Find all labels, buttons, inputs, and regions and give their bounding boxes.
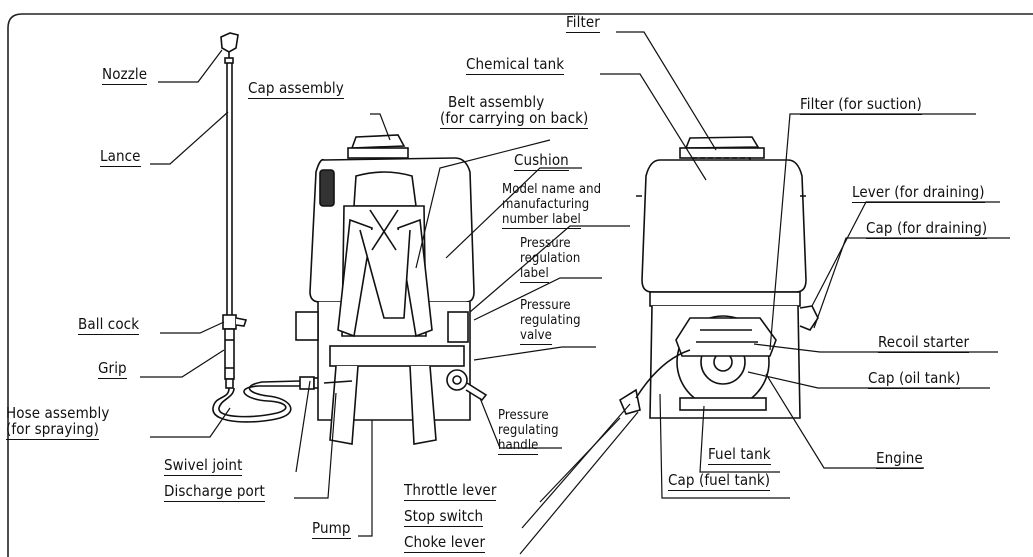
label-nozzle: Nozzle bbox=[102, 65, 148, 85]
label-lance: Lance bbox=[100, 147, 141, 167]
label-chemical-tank: Chemical tank bbox=[466, 55, 565, 75]
label-belt-assembly-2: (for carrying on back) bbox=[440, 109, 589, 129]
label-pump: Pump bbox=[312, 519, 351, 539]
label-grip: Grip bbox=[98, 359, 127, 379]
label-cushion: Cushion bbox=[514, 151, 569, 171]
label-discharge-port: Discharge port bbox=[164, 482, 265, 502]
label-pressure-handle-1: Pressure bbox=[498, 408, 549, 423]
label-fuel-tank: Fuel tank bbox=[708, 445, 771, 465]
label-pressure-label-2: regulation bbox=[520, 251, 581, 266]
label-hose-assembly-2: (for spraying) bbox=[6, 420, 100, 440]
label-filter: Filter bbox=[566, 13, 600, 33]
label-hose-assembly-1: Hose assembly bbox=[6, 404, 110, 422]
label-model-3: number label bbox=[502, 212, 581, 229]
label-pressure-handle-3: handle bbox=[498, 438, 539, 455]
label-cap-draining: Cap (for draining) bbox=[866, 219, 988, 239]
label-filter-suction: Filter (for suction) bbox=[800, 95, 922, 115]
label-engine: Engine bbox=[876, 449, 923, 469]
label-lever-draining: Lever (for draining) bbox=[852, 183, 985, 203]
label-pressure-label-1: Pressure bbox=[520, 236, 571, 251]
label-pressure-valve-1: Pressure bbox=[520, 298, 571, 313]
label-belt-assembly-1: Belt assembly bbox=[448, 93, 545, 111]
label-pressure-valve-2: regulating bbox=[520, 313, 581, 328]
label-cap-fuel-tank: Cap (fuel tank) bbox=[668, 471, 771, 491]
label-pressure-label-3: label bbox=[520, 266, 549, 283]
sprayer-front-view bbox=[618, 136, 819, 419]
label-swivel-joint: Swivel joint bbox=[164, 456, 243, 476]
label-throttle-lever: Throttle lever bbox=[404, 481, 497, 501]
label-model-1: Model name and bbox=[502, 182, 602, 197]
label-stop-switch: Stop switch bbox=[404, 507, 484, 527]
label-pressure-valve-3: valve bbox=[520, 328, 552, 345]
label-cap-assembly: Cap assembly bbox=[248, 79, 344, 99]
diagram-frame bbox=[7, 13, 1033, 557]
label-recoil-starter: Recoil starter bbox=[878, 333, 970, 353]
label-cap-oil-tank: Cap (oil tank) bbox=[868, 369, 961, 389]
label-choke-lever: Choke lever bbox=[404, 533, 486, 553]
sprayer-back-view bbox=[295, 134, 488, 445]
label-ball-cock: Ball cock bbox=[78, 315, 140, 335]
label-model-2: manufacturing bbox=[502, 197, 590, 212]
label-pressure-handle-2: regulating bbox=[498, 423, 559, 438]
